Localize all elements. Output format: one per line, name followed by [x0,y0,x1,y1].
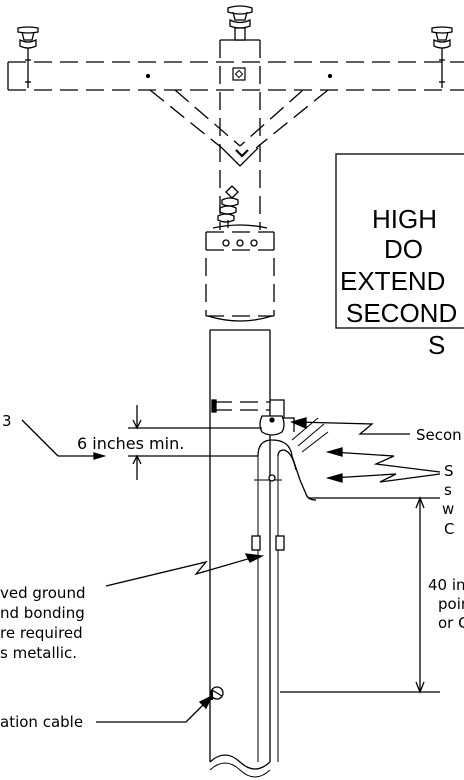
dimension-6in [128,405,262,480]
comm-cable-leader [96,694,214,723]
six-inches-label: 6 inches min. [77,434,184,453]
ground-leader [105,553,265,587]
transformer [205,224,275,322]
secondary-label: Secon [416,426,462,444]
warning-line-5: S [428,330,445,360]
insulator-right [431,26,453,88]
comm-cable-label: ation cable [0,713,83,731]
secondary-bracket [211,399,295,436]
warning-line-3: EXTEND [340,266,445,296]
forty-inch-line-1: 40 inch [428,576,464,594]
transformer-bushing [217,185,239,228]
pole-body [209,329,271,778]
dimension-40in [280,496,440,694]
warning-line-4: SECOND [346,298,457,328]
service-riser [251,417,329,762]
left-cut-label: 3 [2,412,12,430]
crossarm-braces [149,89,329,167]
left-arrow-callout [21,419,107,460]
crossarm [7,61,464,91]
warning-sign [335,153,464,329]
forty-inch-line-3: or CATV [438,614,464,632]
forty-inch-line-2: point of [438,595,464,613]
ground-line-4: s metallic. [0,644,77,662]
insulator-center [227,5,253,41]
ground-line-3: re required [0,624,83,642]
ground-line-1: ved ground [0,584,85,602]
warning-line-1: HIGH [372,204,437,234]
secondary-leader [290,417,410,435]
comm-cable-clamp [210,686,224,700]
warning-line-2: DO [384,234,423,264]
service-line-1: S [444,462,454,480]
service-leader [325,447,441,483]
service-line-2: s [444,481,452,499]
service-line-4: C [444,520,454,538]
ground-line-2: nd bonding [0,604,85,622]
insulator-left [17,26,39,88]
service-line-3: w [442,500,454,518]
